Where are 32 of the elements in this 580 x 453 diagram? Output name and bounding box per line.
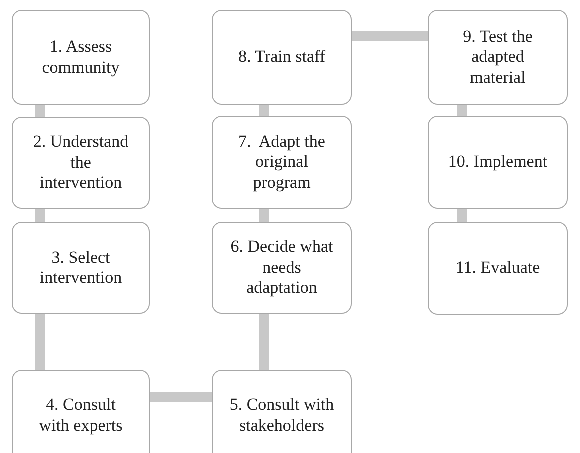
step-box xyxy=(12,10,150,105)
step-label: 1. Assess community xyxy=(41,37,121,78)
connector-bar xyxy=(35,105,45,117)
step-box xyxy=(12,117,150,209)
connector-bar xyxy=(259,209,269,222)
step-label: 3. Select intervention xyxy=(38,248,124,288)
connector-bar xyxy=(259,314,269,370)
step-box xyxy=(212,10,352,105)
step-label: 5. Consult with stakeholders xyxy=(229,395,335,436)
step-box xyxy=(428,222,568,315)
step-box xyxy=(12,222,150,314)
connector-bar xyxy=(457,209,467,222)
connector-bar xyxy=(259,105,269,116)
connector-bar xyxy=(457,105,467,116)
step-label: 11. Evaluate xyxy=(456,258,540,279)
connector-bar xyxy=(352,31,428,41)
step-label: 9. Test the adapted material xyxy=(462,26,534,88)
step-label: 2. Understand the intervention xyxy=(32,132,130,194)
step-label: 7. Adapt the original program xyxy=(238,132,326,194)
connector-bar xyxy=(35,209,45,222)
step-label: 4. Consult with experts xyxy=(38,395,124,436)
step-box xyxy=(212,222,352,314)
step-box xyxy=(212,116,352,209)
step-label: 10. Implement xyxy=(448,152,548,173)
connector-bar xyxy=(35,314,45,370)
step-box xyxy=(212,370,352,453)
step-label: 6. Decide what needs adaptation xyxy=(230,237,334,299)
step-label: 8. Train staff xyxy=(238,47,326,68)
step-box xyxy=(12,370,150,453)
step-box xyxy=(428,116,568,209)
connector-bar xyxy=(150,392,212,402)
step-box xyxy=(428,10,568,105)
